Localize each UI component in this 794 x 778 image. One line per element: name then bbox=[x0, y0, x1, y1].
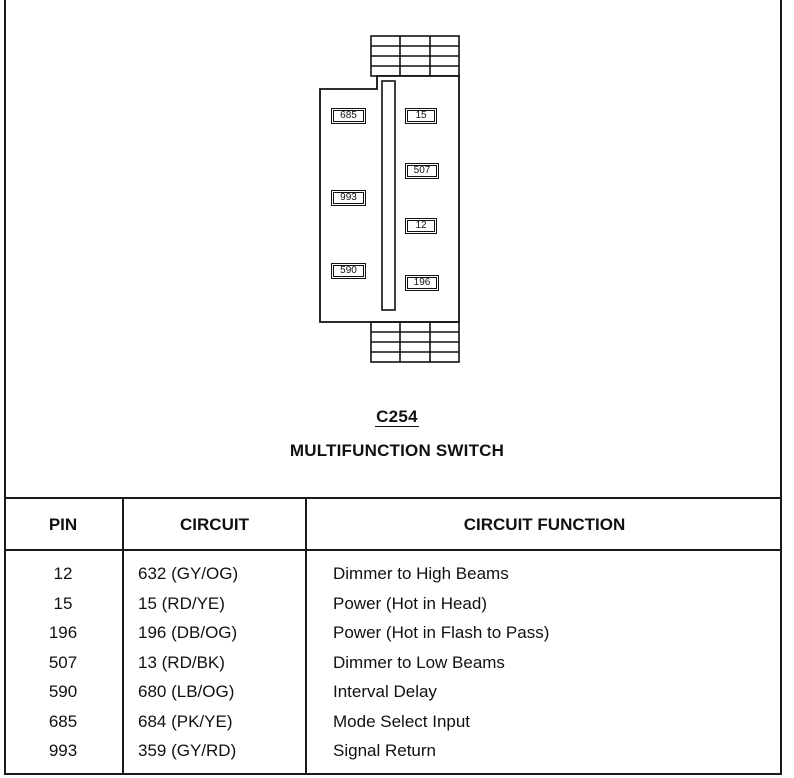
table-cell-circuit: 13 (RD/BK) bbox=[138, 652, 225, 672]
pin-label-196: 196 bbox=[405, 275, 439, 291]
table-cell-pin: 196 bbox=[48, 623, 78, 642]
connector-name: MULTIFUNCTION SWITCH bbox=[289, 441, 505, 460]
column-divider-circuit bbox=[305, 499, 307, 775]
table-cell-function: Dimmer to Low Beams bbox=[333, 652, 505, 672]
connector-code: C254 bbox=[0, 407, 794, 427]
table-cell-function: Mode Select Input bbox=[333, 711, 471, 731]
header-pin: PIN bbox=[48, 515, 78, 534]
pin-label-12: 12 bbox=[405, 218, 437, 234]
table-cell-circuit: 359 (GY/RD) bbox=[138, 741, 237, 760]
connector-bottom-tab bbox=[370, 321, 460, 363]
header-circuit: CIRCUIT bbox=[180, 515, 249, 534]
pin-label-993: 993 bbox=[331, 190, 366, 206]
table-cell-circuit: 632 (GY/OG) bbox=[138, 564, 239, 583]
table-cell-pin: 685 bbox=[48, 711, 78, 731]
table-cell-function: Dimmer to High Beams bbox=[333, 564, 509, 583]
table-cell-circuit: 684 (PK/YE) bbox=[138, 711, 233, 731]
table-cell-pin: 12 bbox=[53, 564, 73, 583]
table-header-rule bbox=[4, 549, 782, 551]
table-cell-function: Interval Delay bbox=[333, 682, 437, 701]
diagram-frame bbox=[4, 0, 782, 775]
table-cell-function: Power (Hot in Flash to Pass) bbox=[333, 623, 550, 642]
table-cell-pin: 15 bbox=[53, 593, 73, 613]
connector-center-bar bbox=[381, 80, 396, 311]
table-top-rule bbox=[4, 497, 782, 499]
table-cell-pin: 993 bbox=[48, 741, 78, 760]
table-cell-circuit: 680 (LB/OG) bbox=[138, 682, 235, 701]
header-circuit-function: CIRCUIT FUNCTION bbox=[463, 515, 626, 534]
connector-top-tab bbox=[370, 35, 460, 77]
pin-label-685: 685 bbox=[331, 108, 366, 124]
table-cell-circuit: 196 (DB/OG) bbox=[138, 623, 238, 642]
pin-label-15: 15 bbox=[405, 108, 437, 124]
pin-label-507: 507 bbox=[405, 163, 439, 179]
table-cell-function: Power (Hot in Head) bbox=[333, 593, 488, 613]
table-cell-circuit: 15 (RD/YE) bbox=[138, 593, 225, 613]
table-cell-function: Signal Return bbox=[333, 741, 437, 760]
column-divider-pin bbox=[122, 499, 124, 775]
pin-label-590: 590 bbox=[331, 263, 366, 279]
connector-code-text: C254 bbox=[375, 407, 419, 427]
table-cell-pin: 590 bbox=[48, 682, 78, 701]
table-cell-pin: 507 bbox=[48, 652, 78, 672]
connector-drawing bbox=[319, 35, 460, 363]
